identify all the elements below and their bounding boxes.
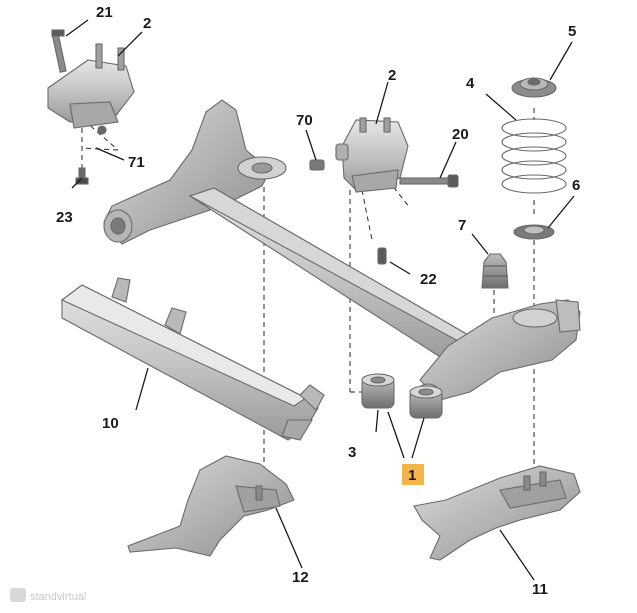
spring-seat-part-6 bbox=[513, 224, 555, 240]
bolt-part-20 bbox=[399, 174, 459, 188]
coil-spring-part-4 bbox=[501, 118, 567, 194]
callout-6: 6 bbox=[572, 177, 580, 194]
callout-71: 71 bbox=[128, 154, 145, 171]
callout-7: 7 bbox=[458, 217, 466, 234]
callout-12: 12 bbox=[292, 569, 309, 586]
callout-1: 1 bbox=[408, 467, 416, 484]
callout-1-highlight bbox=[402, 464, 424, 485]
callout-2-right: 2 bbox=[388, 67, 396, 84]
callout-labels: 21 2 71 23 2 70 20 22 5 4 6 7 10 3 1 12 … bbox=[56, 4, 580, 598]
callout-10: 10 bbox=[102, 415, 119, 432]
bump-stop-part-7 bbox=[481, 253, 509, 289]
watermark-text: standvirtual bbox=[30, 591, 86, 603]
callout-70: 70 bbox=[296, 112, 313, 129]
heat-shield-part-12 bbox=[127, 455, 295, 557]
bushing-part-3 bbox=[361, 373, 443, 419]
callout-23: 23 bbox=[56, 209, 73, 226]
screw-part-22 bbox=[377, 247, 387, 265]
callout-21: 21 bbox=[96, 4, 113, 21]
callout-5: 5 bbox=[568, 23, 576, 40]
watermark: standvirtual bbox=[10, 588, 86, 603]
heat-shield-part-10 bbox=[60, 277, 325, 441]
callout-11: 11 bbox=[532, 581, 548, 598]
callout-2-left: 2 bbox=[143, 15, 151, 32]
callout-20: 20 bbox=[452, 126, 469, 143]
spring-seat-part-5 bbox=[511, 77, 557, 98]
mounting-bracket-part-2-right bbox=[335, 117, 409, 193]
heat-shield-part-11 bbox=[413, 465, 581, 561]
nut-part-70 bbox=[309, 159, 325, 171]
callout-22: 22 bbox=[420, 271, 437, 288]
callout-3: 3 bbox=[348, 444, 356, 461]
rear-axle-beam-part-1 bbox=[103, 99, 581, 413]
mounting-bracket-part-2-left bbox=[47, 43, 135, 135]
leader-lines bbox=[65, 19, 575, 581]
bolt-part-21 bbox=[51, 29, 67, 73]
callout-4: 4 bbox=[466, 75, 475, 92]
